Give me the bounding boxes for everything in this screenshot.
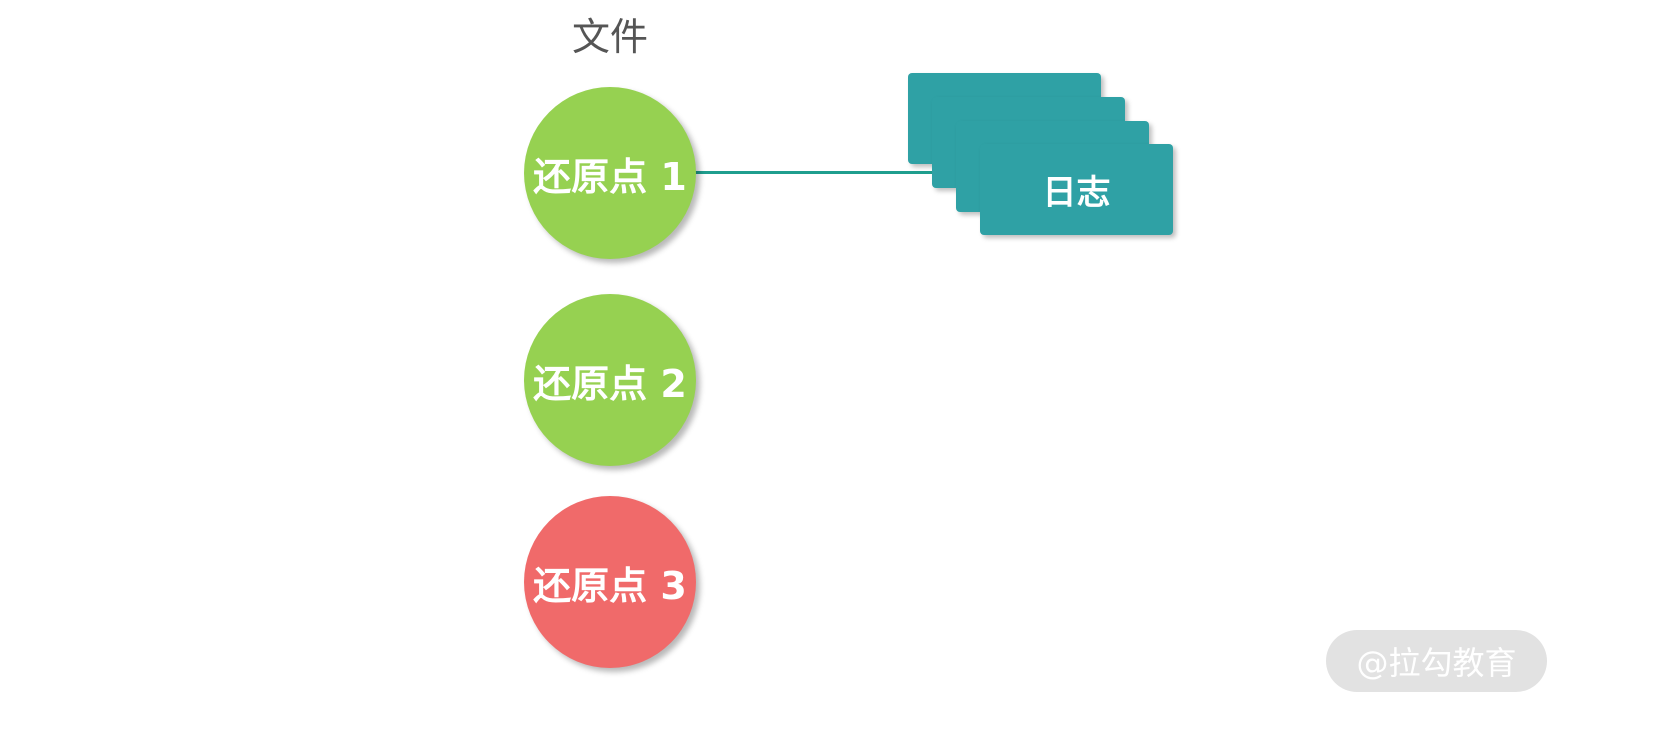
restore-point-2-label: 还原点 2 bbox=[533, 361, 687, 406]
restore-point-2: 还原点 2 bbox=[524, 294, 696, 466]
restore-point-3: 还原点 3 bbox=[524, 496, 696, 668]
watermark: @拉勾教育 bbox=[1326, 630, 1547, 692]
log-card-front: 日志 bbox=[980, 144, 1173, 235]
restore-point-1: 还原点 1 bbox=[524, 87, 696, 259]
restore-point-1-label: 还原点 1 bbox=[533, 154, 687, 199]
restore-point-3-label: 还原点 3 bbox=[533, 563, 687, 608]
log-label: 日志 bbox=[1042, 173, 1111, 213]
diagram-title: 文件 bbox=[571, 15, 648, 59]
restore-point-1-log-connector bbox=[695, 171, 940, 174]
